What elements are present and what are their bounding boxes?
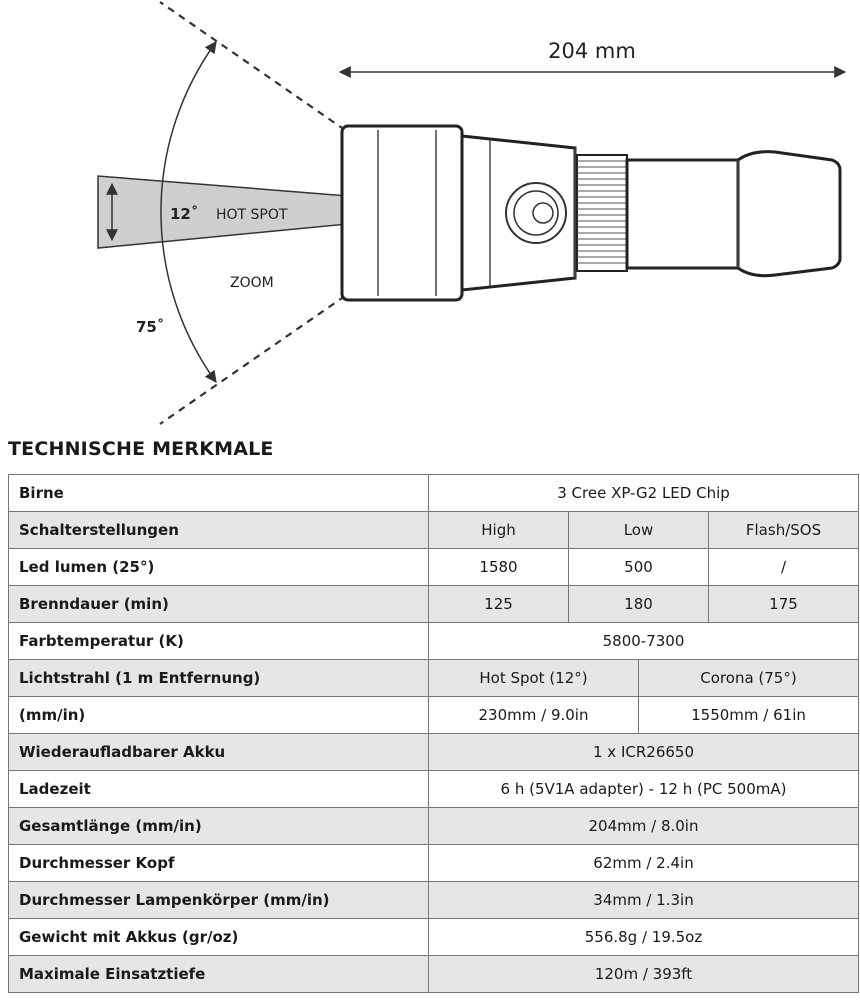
row-value: 125 — [428, 585, 569, 623]
row-label: Durchmesser Lampenkörper (mm/in) — [8, 881, 429, 919]
row-label: Farbtemperatur (K) — [8, 622, 429, 660]
row-ladezeit: Ladezeit 6 h (5V1A adapter) - 12 h (PC 5… — [8, 770, 859, 808]
row-label: Gewicht mit Akkus (gr/oz) — [8, 918, 429, 956]
zoom-angle-arc — [160, 41, 217, 383]
row-value: 1 x ICR26650 — [428, 733, 859, 771]
row-label: (mm/in) — [8, 696, 429, 734]
length-label: 204 mm — [548, 39, 636, 63]
row-gewicht: Gewicht mit Akkus (gr/oz) 556.8g / 19.5o… — [8, 918, 859, 956]
row-label: Maximale Einsatztiefe — [8, 955, 429, 993]
row-label: Durchmesser Kopf — [8, 844, 429, 882]
row-value: 34mm / 1.3in — [428, 881, 859, 919]
row-value: 62mm / 2.4in — [428, 844, 859, 882]
spec-table: Birne 3 Cree XP-G2 LED Chip Schalterstel… — [8, 474, 859, 993]
row-value: 175 — [708, 585, 859, 623]
zoom-label: ZOOM — [230, 275, 274, 291]
row-value: 120m / 393ft — [428, 955, 859, 993]
row-label: Brenndauer (min) — [8, 585, 429, 623]
beam-edge-top — [159, 1, 346, 131]
flashlight — [340, 124, 842, 302]
row-brenndauer: Brenndauer (min) 125 180 175 — [8, 585, 859, 623]
flashlight-diagram: 12˚ HOT SPOT ZOOM 75˚ 204 mm — [97, 0, 847, 425]
row-value: 500 — [568, 548, 709, 586]
row-led-lumen: Led lumen (25°) 1580 500 / — [8, 548, 859, 586]
beam-edge-bottom — [159, 295, 346, 425]
row-lichtstrahl: Lichtstrahl (1 m Entfernung) Hot Spot (1… — [8, 659, 859, 697]
row-durchmesser-kopf: Durchmesser Kopf 62mm / 2.4in — [8, 844, 859, 882]
row-value: Corona (75°) — [638, 659, 859, 697]
hotspot-angle-label: 12˚ — [170, 205, 198, 223]
row-value: 204mm / 8.0in — [428, 807, 859, 845]
row-durchmesser-koerper: Durchmesser Lampenkörper (mm/in) 34mm / … — [8, 881, 859, 919]
section-title: TECHNISCHE MERKMALE — [8, 438, 274, 460]
row-label: Gesamtlänge (mm/in) — [8, 807, 429, 845]
row-value: 1550mm / 61in — [638, 696, 859, 734]
row-value: 6 h (5V1A adapter) - 12 h (PC 500mA) — [428, 770, 859, 808]
row-value: Flash/SOS — [708, 511, 859, 549]
row-birne: Birne 3 Cree XP-G2 LED Chip — [8, 474, 859, 512]
zoom-angle-label: 75˚ — [136, 318, 164, 336]
row-value: 1580 — [428, 548, 569, 586]
hotspot-label: HOT SPOT — [216, 207, 288, 223]
row-gesamtlaenge: Gesamtlänge (mm/in) 204mm / 8.0in — [8, 807, 859, 845]
row-lichtstrahl-mm: (mm/in) 230mm / 9.0in 1550mm / 61in — [8, 696, 859, 734]
row-farbtemperatur: Farbtemperatur (K) 5800-7300 — [8, 622, 859, 660]
row-label: Schalterstellungen — [8, 511, 429, 549]
row-value: Low — [568, 511, 709, 549]
row-value: 180 — [568, 585, 709, 623]
row-label: Led lumen (25°) — [8, 548, 429, 586]
row-schalterstellungen: Schalterstellungen High Low Flash/SOS — [8, 511, 859, 549]
row-value: 556.8g / 19.5oz — [428, 918, 859, 956]
row-label: Ladezeit — [8, 770, 429, 808]
row-label: Lichtstrahl (1 m Entfernung) — [8, 659, 429, 697]
row-value: 230mm / 9.0in — [428, 696, 639, 734]
row-label: Birne — [8, 474, 429, 512]
row-value: Hot Spot (12°) — [428, 659, 639, 697]
row-label: Wiederaufladbarer Akku — [8, 733, 429, 771]
row-value: 5800-7300 — [428, 622, 859, 660]
row-akku: Wiederaufladbarer Akku 1 x ICR26650 — [8, 733, 859, 771]
row-value: High — [428, 511, 569, 549]
row-value: 3 Cree XP-G2 LED Chip — [428, 474, 859, 512]
row-value: / — [708, 548, 859, 586]
row-einsatztiefe: Maximale Einsatztiefe 120m / 393ft — [8, 955, 859, 993]
